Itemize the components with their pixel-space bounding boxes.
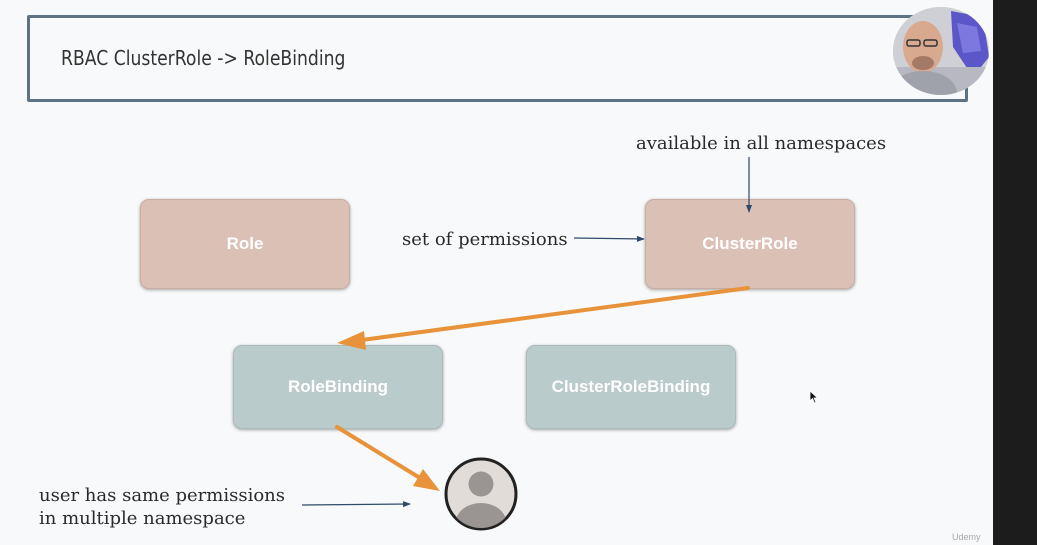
slide: RBAC ClusterRole -> RoleBinding Role Clu… bbox=[0, 0, 993, 545]
user-note-arrow bbox=[301, 501, 411, 508]
user-note-line1: user has same permissions bbox=[39, 485, 286, 506]
slide-title: RBAC ClusterRole -> RoleBinding bbox=[61, 46, 346, 70]
rolebinding-to-user-arrow bbox=[335, 425, 440, 491]
rolebinding-box: RoleBinding bbox=[233, 345, 443, 429]
clusterrole-box: ClusterRole bbox=[645, 199, 855, 289]
clusterrole-to-rolebinding-arrow bbox=[337, 286, 750, 350]
udemy-watermark: Udemy bbox=[952, 532, 981, 542]
presenter-webcam bbox=[893, 7, 989, 95]
permissions-arrow bbox=[573, 235, 645, 242]
clusterrolebinding-box: ClusterRoleBinding bbox=[526, 345, 736, 429]
role-box: Role bbox=[140, 199, 350, 289]
connector-arrows bbox=[301, 157, 752, 508]
permissions-note: set of permissions bbox=[402, 229, 568, 250]
presenter-image bbox=[893, 7, 989, 95]
right-dark-bar bbox=[993, 0, 1037, 545]
available-note: available in all namespaces bbox=[636, 133, 887, 154]
user-note-line2: in multiple namespace bbox=[39, 508, 246, 529]
title-box: RBAC ClusterRole -> RoleBinding bbox=[27, 15, 968, 102]
mouse-cursor-icon bbox=[809, 390, 819, 404]
user-icon bbox=[444, 457, 518, 531]
